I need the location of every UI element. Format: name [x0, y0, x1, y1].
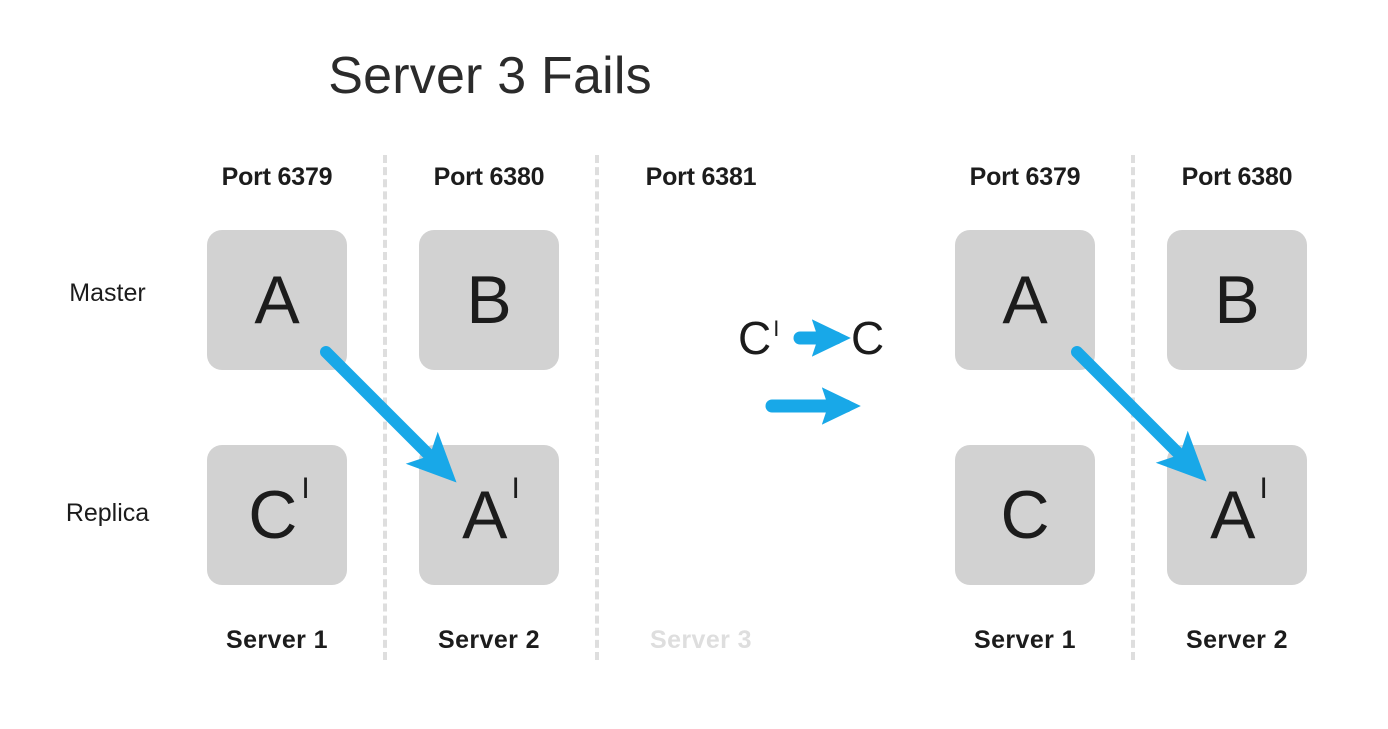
promotion-target-label: C — [851, 312, 885, 364]
port-label-left-2: Port 6380 — [433, 163, 545, 191]
server-label-right-2: Server 2 — [1186, 626, 1288, 654]
node-glyph: C — [248, 477, 298, 553]
divider-left-2 — [595, 155, 599, 660]
port-label-left-3: Port 6381 — [645, 163, 757, 191]
node-glyph: A — [1002, 262, 1048, 338]
node-right-2-master[interactable]: B — [1167, 230, 1307, 370]
divider-right-1 — [1131, 155, 1135, 660]
page-title: Server 3 Fails — [328, 47, 652, 105]
node-glyph: B — [1214, 262, 1260, 338]
server-label-right-1: Server 1 — [974, 626, 1076, 654]
node-right-1-replica[interactable]: C — [955, 445, 1095, 585]
divider-left-1 — [383, 155, 387, 660]
node-prime-mark: I — [1259, 472, 1268, 505]
port-label-right-1: Port 6379 — [969, 163, 1081, 191]
node-glyph: A — [462, 477, 508, 553]
server-label-left-2: Server 2 — [438, 626, 540, 654]
node-glyph: C — [1000, 477, 1050, 553]
node-prime-mark: I — [301, 472, 310, 505]
node-glyph: A — [1210, 477, 1256, 553]
port-label-left-1: Port 6379 — [221, 163, 333, 191]
port-label-right-2: Port 6380 — [1181, 163, 1293, 191]
server-label-left-3-failed: Server 3 — [650, 626, 752, 654]
node-glyph: A — [254, 262, 300, 338]
promotion-source-label: CI — [738, 312, 780, 364]
promotion-source-letter: C — [738, 312, 772, 364]
server-label-left-1: Server 1 — [226, 626, 328, 654]
row-label-master: Master — [69, 279, 146, 307]
node-right-1-master[interactable]: A — [955, 230, 1095, 370]
node-glyph: B — [466, 262, 512, 338]
node-left-2-master[interactable]: B — [419, 230, 559, 370]
node-left-1-master[interactable]: A — [207, 230, 347, 370]
node-prime-mark: I — [511, 472, 520, 505]
row-label-replica: Replica — [65, 499, 150, 527]
promotion-source-prime: I — [773, 316, 780, 341]
